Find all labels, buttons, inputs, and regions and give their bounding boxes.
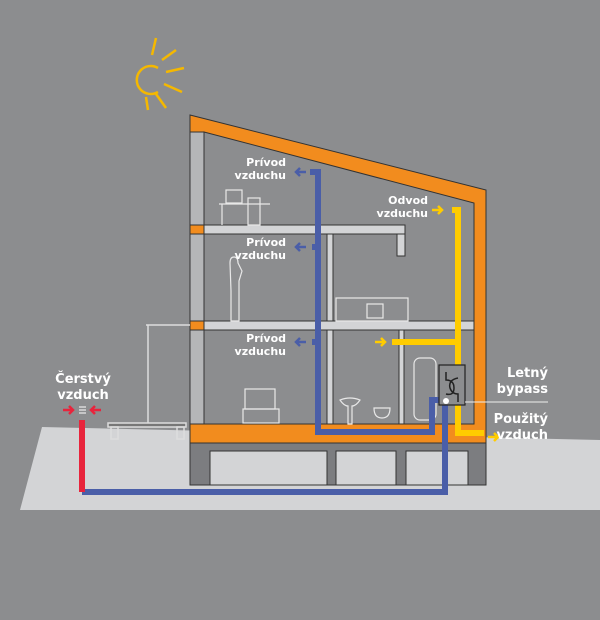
label-line: vzduch — [496, 428, 548, 443]
balcony — [107, 324, 190, 440]
sun-icon — [135, 37, 185, 111]
label-line: vzduchu — [376, 207, 428, 220]
label-line: Letný — [506, 366, 548, 381]
label-line: Použitý — [493, 412, 548, 427]
supply-duct — [310, 169, 445, 435]
exhaust-duct — [452, 207, 484, 436]
fresh-air-duct — [82, 400, 448, 495]
label-line: Prívod — [246, 156, 286, 169]
furniture — [219, 189, 437, 425]
label-line: vzduch — [57, 388, 109, 403]
label-line: vzduchu — [234, 345, 286, 358]
floor-upper — [203, 224, 406, 235]
label-line: Prívod — [246, 236, 286, 249]
label-line: vzduchu — [234, 249, 286, 262]
arrows — [63, 167, 500, 442]
label-line: Čerstvý — [55, 372, 111, 387]
intake-grille-icon — [79, 406, 86, 414]
label-line: bypass — [496, 382, 548, 397]
heat-recovery-unit-icon — [438, 364, 548, 406]
label-line: vzduchu — [234, 169, 286, 182]
label-line: Odvod — [388, 194, 428, 207]
floor-middle — [203, 320, 475, 331]
label-line: Prívod — [246, 332, 286, 345]
